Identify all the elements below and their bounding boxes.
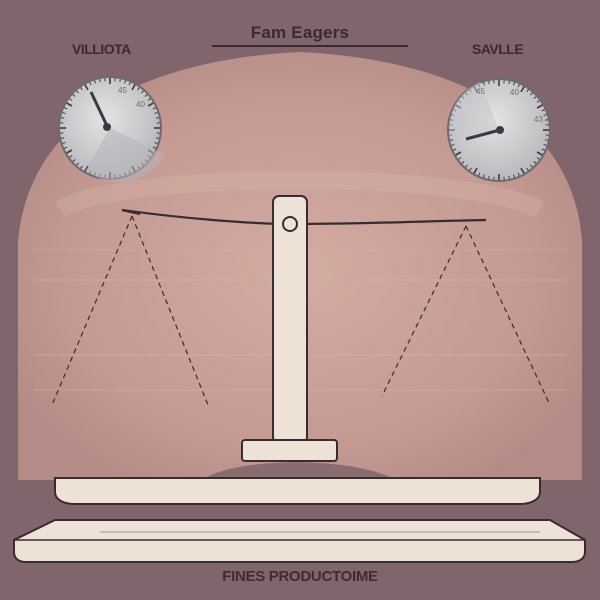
gauge-tick — [483, 174, 485, 178]
gauge-tick — [128, 82, 131, 86]
gauge-tick — [543, 114, 547, 116]
gauge-tick — [76, 162, 79, 166]
gauge-tick — [520, 167, 525, 174]
gauge-tick — [99, 78, 101, 83]
gauge-tick — [69, 155, 73, 158]
gauge-tick — [62, 112, 66, 114]
gauge-tick — [155, 137, 160, 139]
gauge-tick — [147, 102, 154, 107]
right-gauge-tick-label: 43 — [534, 115, 543, 124]
gauge-tick — [544, 139, 549, 141]
gauge-tick — [84, 84, 89, 91]
gauge-tick — [513, 82, 515, 86]
gauge-tick — [536, 157, 540, 160]
gauge-tick — [520, 86, 525, 93]
gauge-tick — [478, 172, 481, 176]
gauge-tick — [62, 142, 66, 144]
gauge-tick — [533, 96, 537, 99]
gauge-tick — [536, 151, 543, 156]
gauge-tick — [508, 80, 510, 85]
gauge-tick — [543, 144, 547, 146]
footer-caption: FINES PRODUCTOIME — [222, 568, 378, 585]
gauge-tick — [84, 165, 89, 172]
gauge-tick — [513, 174, 515, 178]
gauge-tick — [536, 104, 543, 109]
gauge-tick — [89, 82, 92, 86]
gauge-tick — [66, 102, 73, 107]
right-gauge-tick-label: 40 — [510, 88, 519, 97]
right-gauge-icon: 45 40 43 — [447, 78, 551, 182]
gauge-tick — [141, 90, 144, 94]
gauge-tick — [154, 112, 158, 114]
gauge-tick — [488, 80, 490, 85]
gauge-tick — [152, 146, 156, 149]
gauge-tick — [473, 167, 478, 174]
gauge-tick — [530, 92, 533, 96]
gauge-tick — [80, 87, 83, 91]
gauge-tick — [458, 157, 462, 160]
gauge-tick — [147, 98, 151, 101]
balance-scale-icon — [13, 195, 586, 563]
gauge-tick — [66, 149, 73, 154]
gauge-tick — [152, 107, 156, 110]
gauge-tick — [154, 142, 158, 144]
gauge-tick — [488, 175, 490, 180]
gauge-tick — [64, 146, 68, 149]
gauge-tick — [60, 137, 65, 139]
gauge-tick — [76, 90, 79, 94]
gauge-tick — [155, 117, 160, 119]
gauge-tick — [60, 117, 65, 119]
gauge-tick — [72, 159, 76, 162]
gauge-tick — [69, 98, 73, 101]
gauge-tick — [530, 164, 533, 168]
gauge-tick — [541, 109, 545, 112]
right-gauge-tick-label: 45 — [476, 87, 485, 96]
gauge-tick — [94, 80, 96, 84]
gauge-tick — [72, 94, 76, 97]
left-gauge-tick-label: 40 — [136, 100, 145, 109]
gauge-tick — [469, 167, 472, 171]
gauge-tick — [453, 148, 457, 151]
gauge-tick — [526, 167, 529, 171]
gauge-tick — [144, 94, 148, 97]
gauge-tick — [526, 89, 529, 93]
gauge-tick — [461, 161, 465, 164]
page-title: Fam Eagers — [250, 23, 350, 42]
gauge-tick — [449, 139, 454, 141]
gauge-tick — [544, 119, 549, 121]
right-gauge-label: SAVLLE — [472, 41, 524, 57]
gauge-tick — [137, 87, 140, 91]
gauge-tick — [465, 164, 468, 168]
gauge-tick — [483, 82, 485, 86]
left-gauge-label: VILLIOTA — [72, 41, 131, 57]
gauge-tick — [541, 148, 545, 151]
gauge-tick — [124, 80, 126, 84]
gauge-tick — [517, 172, 520, 176]
gauge-tick — [451, 144, 455, 146]
left-gauge-tick-label: 45 — [118, 86, 127, 95]
gauge-tick — [119, 78, 121, 83]
gauge-tick — [455, 151, 462, 156]
gauge-tick — [536, 100, 540, 103]
gauge-tick — [508, 175, 510, 180]
gauge-tick — [533, 161, 537, 164]
left-gauge-icon: 45 40 — [58, 76, 165, 183]
gauge-tick — [64, 107, 68, 110]
gauge-tick — [517, 84, 520, 88]
gauge-tick — [80, 165, 83, 169]
gauge-tick — [131, 84, 136, 91]
